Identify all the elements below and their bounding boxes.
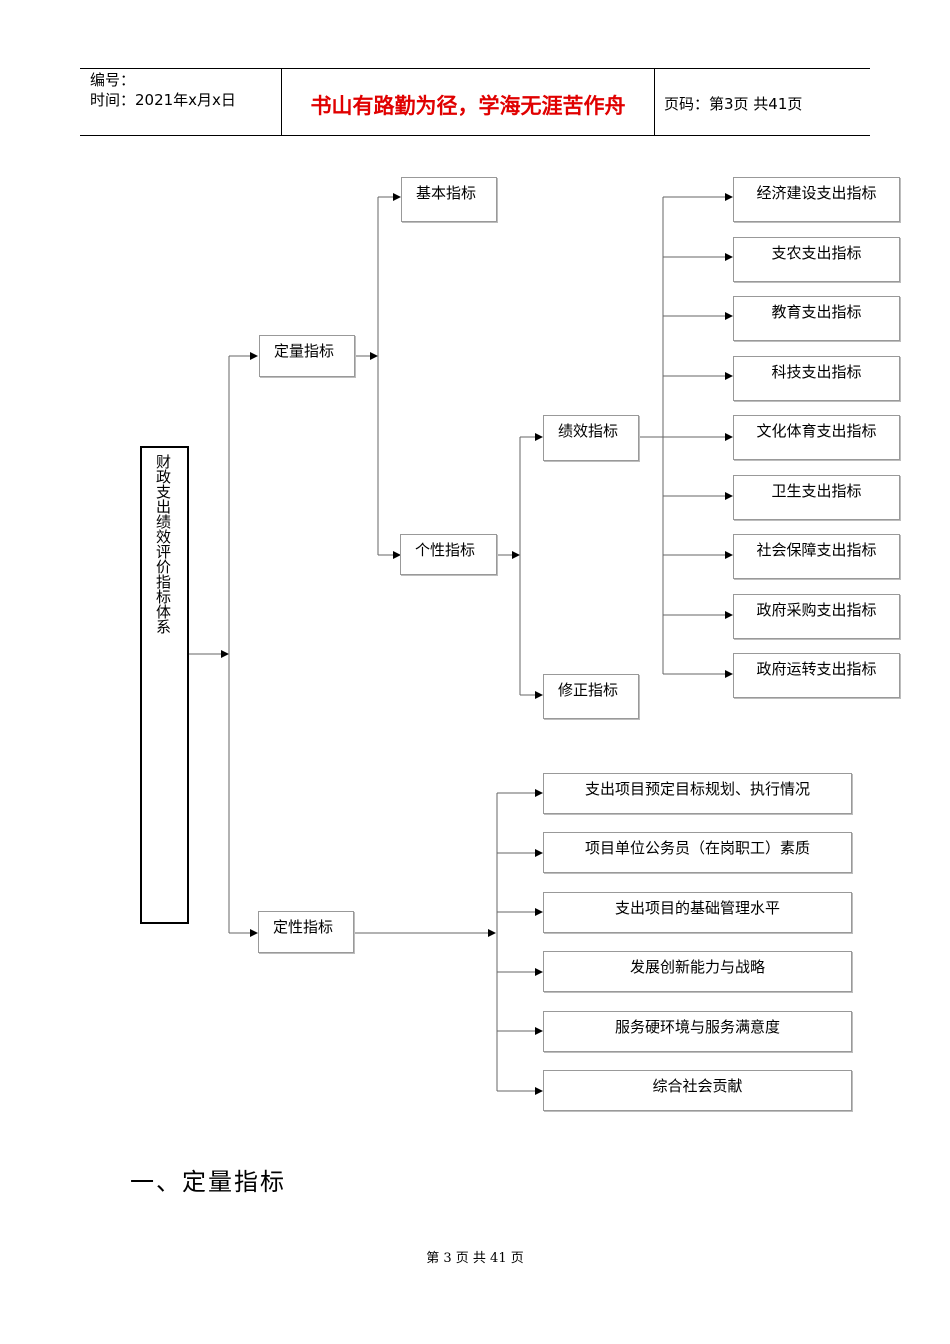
basic-box: 基本指标 bbox=[401, 177, 497, 222]
individual-label: 个性指标 bbox=[415, 541, 476, 559]
qual-item-service: 服务硬环境与服务满意度 bbox=[543, 1011, 852, 1052]
header-bottom-border bbox=[80, 135, 870, 136]
page-footer: 第 3 页 共 41 页 bbox=[426, 1251, 524, 1266]
perf-item-operation: 政府运转支出指标 bbox=[733, 653, 900, 698]
performance-label: 绩效指标 bbox=[558, 422, 619, 440]
quantitative-label: 定量指标 bbox=[274, 342, 335, 360]
qual-item-innovation: 发展创新能力与战略 bbox=[543, 951, 852, 992]
perf-item-label: 经济建设支出指标 bbox=[756, 184, 877, 202]
perf-item-health: 卫生支出指标 bbox=[733, 475, 900, 520]
header-slogan: 书山有路勤为径，学海无涯苦作舟 bbox=[310, 94, 626, 118]
perf-item-education: 教育支出指标 bbox=[733, 296, 900, 341]
quantitative-box: 定量指标 bbox=[259, 335, 355, 377]
perf-item-label: 教育支出指标 bbox=[771, 303, 862, 321]
performance-box: 绩效指标 bbox=[543, 415, 639, 461]
qual-item-label: 服务硬环境与服务满意度 bbox=[614, 1018, 780, 1036]
correction-box: 修正指标 bbox=[543, 674, 639, 719]
perf-item-label: 社会保障支出指标 bbox=[756, 541, 877, 559]
perf-item-procurement: 政府采购支出指标 bbox=[733, 594, 900, 639]
perf-item-label: 文化体育支出指标 bbox=[756, 422, 877, 440]
root-box: 财政支出绩效评价指标体系 bbox=[140, 446, 189, 924]
section-title: 一、定量指标 bbox=[130, 1168, 286, 1196]
qual-item-management: 支出项目的基础管理水平 bbox=[543, 892, 852, 933]
header-date: 时间：2021年x月x日 bbox=[90, 91, 236, 109]
qual-item-label: 支出项目的基础管理水平 bbox=[614, 899, 780, 917]
perf-item-economic: 经济建设支出指标 bbox=[733, 177, 900, 222]
perf-item-label: 科技支出指标 bbox=[771, 363, 862, 381]
qual-item-social-contribution: 综合社会贡献 bbox=[543, 1070, 852, 1111]
qualitative-label: 定性指标 bbox=[273, 918, 334, 936]
perf-item-label: 支农支出指标 bbox=[771, 244, 862, 262]
header-top-border bbox=[80, 68, 870, 69]
perf-item-label: 政府运转支出指标 bbox=[756, 660, 877, 678]
qual-item-label: 发展创新能力与战略 bbox=[629, 958, 765, 976]
perf-item-social-security: 社会保障支出指标 bbox=[733, 534, 900, 579]
qual-item-label: 综合社会贡献 bbox=[652, 1077, 743, 1095]
qual-item-label: 项目单位公务员（在岗职工）素质 bbox=[584, 839, 810, 857]
diagram-connectors bbox=[189, 193, 733, 1095]
perf-item-agriculture: 支农支出指标 bbox=[733, 237, 900, 282]
perf-item-label: 政府采购支出指标 bbox=[756, 601, 877, 619]
header-number: 编号： bbox=[90, 71, 136, 89]
header-divider-1 bbox=[281, 68, 282, 136]
perf-item-science: 科技支出指标 bbox=[733, 356, 900, 401]
qual-item-label: 支出项目预定目标规划、执行情况 bbox=[584, 780, 810, 798]
perf-item-culture-sports: 文化体育支出指标 bbox=[733, 415, 900, 460]
qualitative-box: 定性指标 bbox=[258, 911, 354, 953]
correction-label: 修正指标 bbox=[558, 681, 619, 699]
root-label: 财政支出绩效评价指标体系 bbox=[154, 454, 172, 634]
qual-item-staff-quality: 项目单位公务员（在岗职工）素质 bbox=[543, 832, 852, 873]
basic-label: 基本指标 bbox=[416, 184, 477, 202]
header-page-number: 页码：第3页 共41页 bbox=[664, 95, 803, 113]
perf-item-label: 卫生支出指标 bbox=[771, 482, 862, 500]
header-divider-2 bbox=[654, 68, 655, 136]
individual-box: 个性指标 bbox=[400, 534, 497, 575]
qual-item-goal-planning: 支出项目预定目标规划、执行情况 bbox=[543, 773, 852, 814]
